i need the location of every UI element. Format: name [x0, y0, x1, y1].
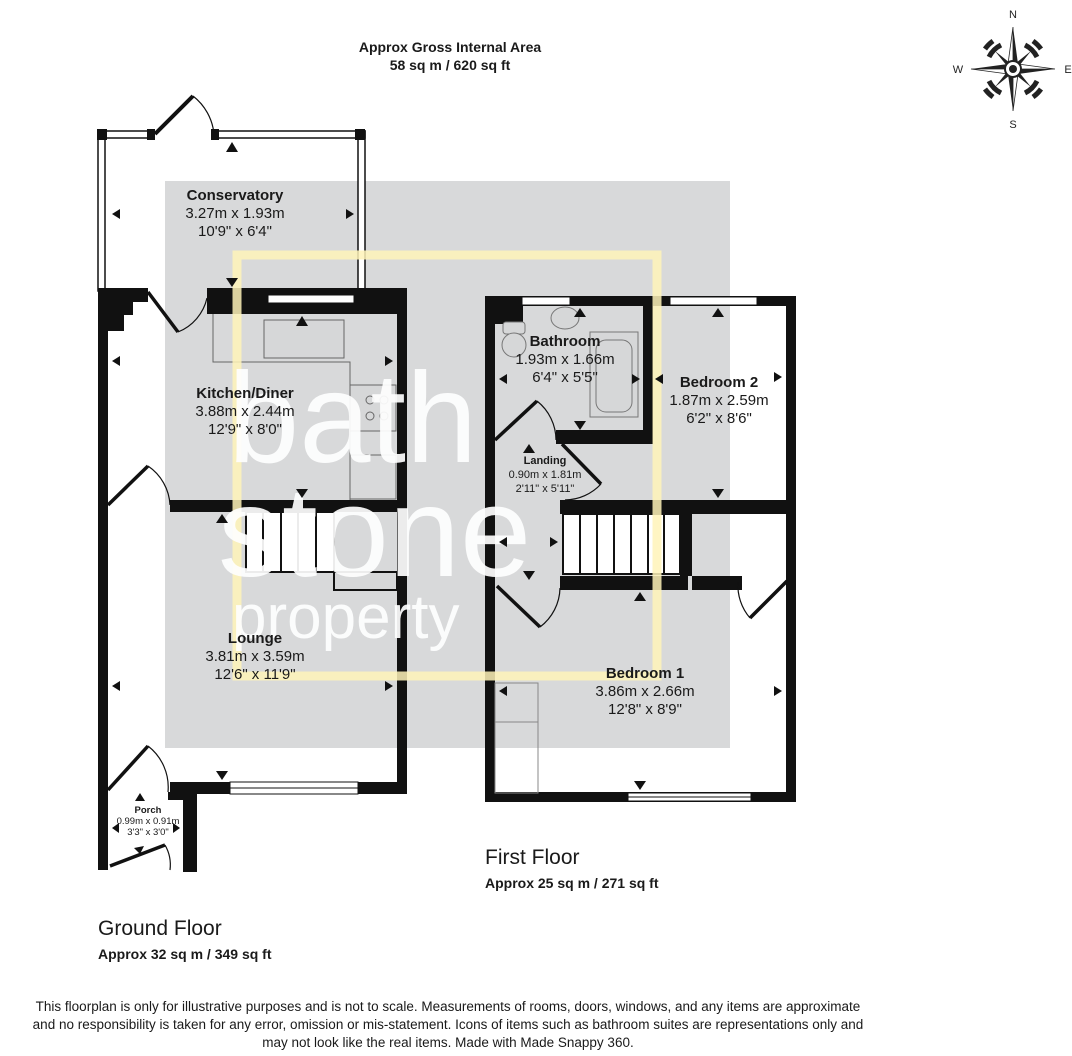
room-metric: 0.90m x 1.81m [508, 469, 582, 481]
first-floor-area: Approx 25 sq m / 271 sq ft [485, 875, 659, 891]
room-label-landing: Landing 0.90m x 1.81m 2'11" x 5'11" [492, 454, 598, 496]
watermark-line1: bath [228, 347, 477, 490]
room-label-porch: Porch 0.99m x 0.91m 3'3" x 3'0" [108, 805, 188, 838]
room-label-bathroom: Bathroom 1.93m x 1.66m 6'4" x 5'5" [500, 333, 630, 387]
disclaimer-line-1: This floorplan is only for illustrative … [35, 999, 861, 1014]
room-imperial: 3'3" x 3'0" [127, 827, 169, 838]
compass-rose-icon: N S W E [948, 2, 1072, 132]
room-name: Bedroom 2 [679, 374, 759, 391]
room-name: Lounge [227, 630, 283, 647]
watermark-frame [232, 250, 662, 681]
room-imperial: 2'11" x 5'11" [515, 483, 575, 495]
conservatory-walls [97, 94, 366, 292]
ground-floor-area: Approx 32 sq m / 349 sq ft [98, 946, 272, 962]
watermark-overlay [165, 181, 730, 748]
room-metric: 0.99m x 0.91m [116, 816, 180, 827]
wardrobe [494, 682, 539, 794]
compass-south-label: S [1009, 119, 1016, 131]
room-imperial: 6'4" x 5'5" [532, 369, 598, 386]
room-metric: 1.93m x 1.66m [515, 351, 615, 368]
watermark-line3: property [232, 583, 459, 652]
room-name: Bathroom [529, 333, 601, 350]
first-floor-caption: First Floor Approx 25 sq m / 271 sq ft [485, 846, 659, 892]
disclaimer-line-2: and no responsibility is taken for any e… [32, 1017, 864, 1032]
room-label-conservatory: Conservatory 3.27m x 1.93m 10'9" x 6'4" [160, 187, 310, 241]
first-floor-title: First Floor [485, 846, 580, 869]
compass-north-label: N [1009, 9, 1017, 21]
room-metric: 3.86m x 2.66m [595, 683, 695, 700]
watermark-logo: bath stone property [218, 347, 531, 652]
room-name: Landing [523, 455, 567, 467]
compass-west-label: W [953, 64, 964, 76]
room-name: Porch [134, 805, 162, 816]
ground-floor-title: Ground Floor [98, 917, 222, 940]
room-label-bedroom-2: Bedroom 2 1.87m x 2.59m 6'2" x 8'6" [654, 374, 784, 428]
room-name: Conservatory [186, 187, 284, 204]
room-imperial: 12'8" x 8'9" [608, 701, 682, 718]
room-name: Bedroom 1 [605, 665, 685, 682]
room-imperial: 12'6" x 11'9" [214, 666, 296, 683]
compass-east-label: E [1064, 64, 1071, 76]
room-label-lounge: Lounge 3.81m x 3.59m 12'6" x 11'9" [185, 630, 325, 684]
ground-floor-walls [98, 288, 407, 872]
dimension-arrows [112, 142, 782, 854]
gross-area-value: 58 sq m / 620 sq ft [389, 57, 511, 73]
gross-area-title: Approx Gross Internal Area [358, 39, 542, 55]
room-name: Kitchen/Diner [196, 385, 294, 402]
room-metric: 3.27m x 1.93m [185, 205, 285, 222]
ground-floor-caption: Ground Floor Approx 32 sq m / 349 sq ft [98, 917, 272, 963]
disclaimer-line-3: may not look like the real items. Made w… [262, 1035, 634, 1050]
room-imperial: 12'9" x 8'0" [208, 421, 282, 438]
room-label-bedroom-1: Bedroom 1 3.86m x 2.66m 12'8" x 8'9" [575, 665, 715, 719]
room-metric: 3.81m x 3.59m [205, 648, 305, 665]
first-floor-stairs [562, 513, 681, 575]
kitchen-units [212, 314, 397, 500]
disclaimer: This floorplan is only for illustrative … [0, 998, 896, 1052]
ground-floor-stairs [245, 511, 398, 591]
room-imperial: 10'9" x 6'4" [198, 223, 272, 240]
room-imperial: 6'2" x 8'6" [686, 410, 752, 427]
room-label-kitchen-diner: Kitchen/Diner 3.88m x 2.44m 12'9" x 8'0" [175, 385, 315, 439]
room-metric: 3.88m x 2.44m [195, 403, 295, 420]
watermark-line2: stone [218, 461, 531, 604]
gross-internal-area-header: Approx Gross Internal Area 58 sq m / 620… [300, 38, 600, 74]
room-metric: 1.87m x 2.59m [669, 392, 769, 409]
